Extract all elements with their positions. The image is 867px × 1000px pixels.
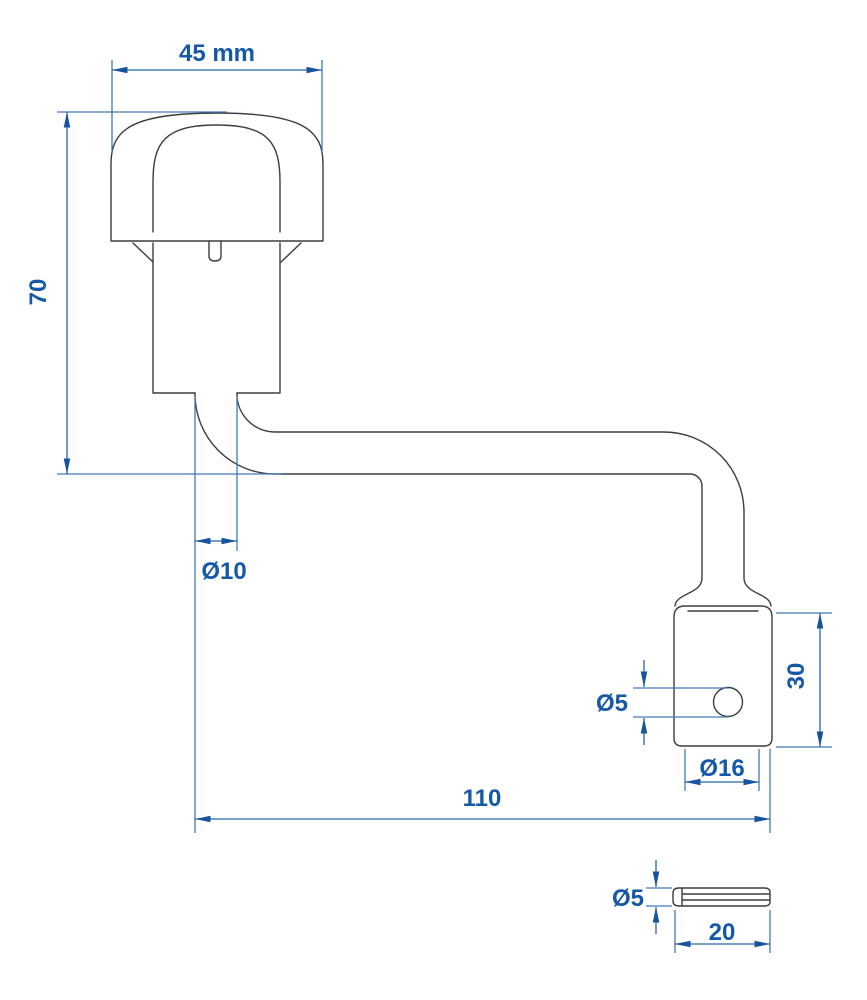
dim-label-pin-diameter: Ø5 bbox=[612, 885, 644, 912]
knob-detent-pin bbox=[208, 240, 222, 262]
pin-slot-lines bbox=[681, 887, 771, 907]
socket-outline bbox=[673, 605, 773, 747]
dimension-knob-width: 45 mm bbox=[111, 40, 323, 152]
knob-inner-arch bbox=[152, 124, 281, 233]
dimension-pin-length: 20 bbox=[674, 910, 771, 953]
dimension-socket-hole: Ø5 bbox=[596, 660, 728, 745]
socket-hole bbox=[712, 686, 744, 718]
dim-label-socket-height: 30 bbox=[783, 663, 810, 690]
shaft-outer-edge bbox=[194, 392, 703, 607]
knob-outline bbox=[110, 112, 324, 242]
dim-label-pin-length: 20 bbox=[709, 919, 736, 946]
dim-label-knob-width: 45 mm bbox=[179, 40, 255, 67]
knob-body bbox=[152, 242, 281, 394]
dimension-length: 110 bbox=[195, 749, 771, 833]
knob-chamfer-right bbox=[280, 242, 302, 263]
dim-label-socket-hole: Ø5 bbox=[596, 690, 628, 717]
shaft-inner-edge bbox=[236, 392, 772, 607]
dim-label-height: 70 bbox=[25, 279, 52, 306]
dim-label-shaft-diameter: Ø10 bbox=[201, 558, 246, 585]
dimension-socket-height: 30 bbox=[776, 612, 832, 748]
pin-outline bbox=[672, 887, 771, 907]
dimension-socket-diameter: Ø16 bbox=[684, 749, 760, 791]
dimension-shaft-diameter: Ø10 bbox=[194, 396, 247, 833]
dim-label-socket-diameter: Ø16 bbox=[699, 755, 744, 782]
dimension-pin-diameter: Ø5 bbox=[612, 860, 672, 934]
part-outlines bbox=[110, 112, 773, 907]
knob-chamfer-left bbox=[132, 242, 154, 263]
dim-label-length: 110 bbox=[463, 785, 502, 812]
dimension-height: 70 bbox=[25, 111, 282, 475]
